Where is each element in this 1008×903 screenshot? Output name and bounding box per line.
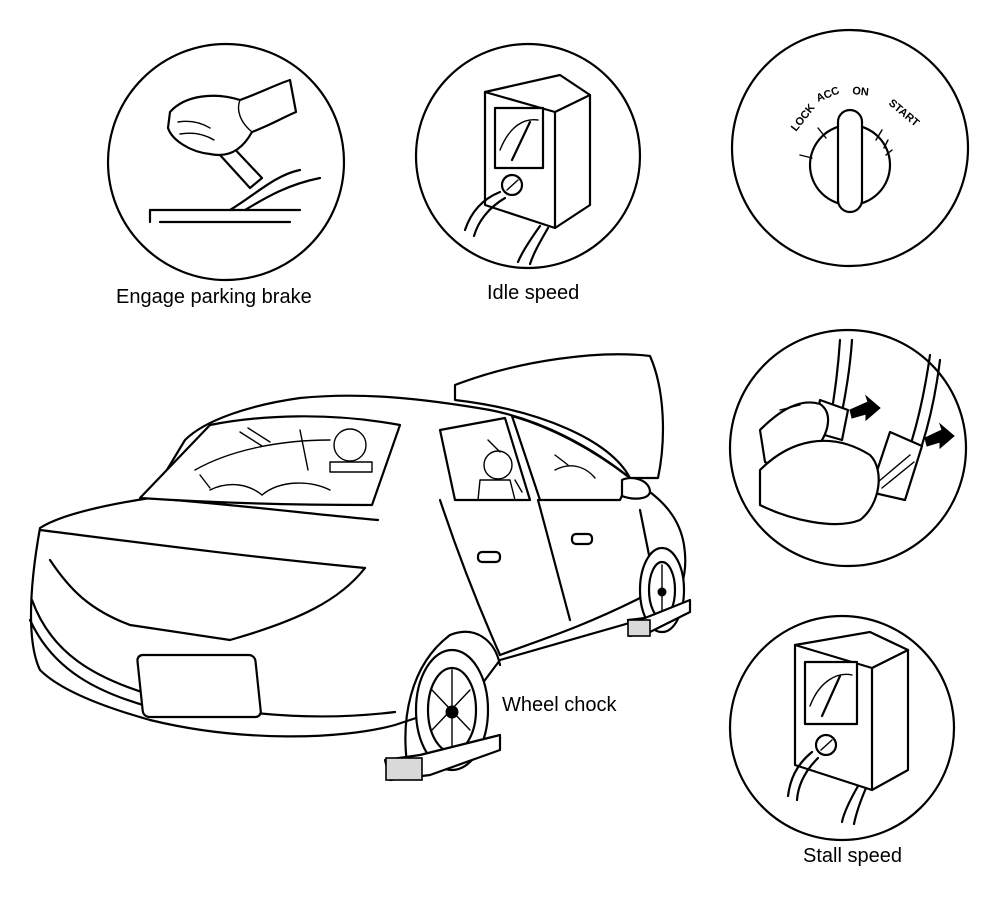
stall-speed-panel [728,614,956,842]
car-illustration [28,353,692,782]
idle-speed-label: Idle speed [487,282,580,304]
rear-door-handle [476,550,502,564]
stall-speed-circle [728,614,956,842]
parking-brake-circle [106,42,346,282]
ignition-lock-label: LOCK [789,102,818,134]
stall-tachometer-illustration [786,630,910,826]
hand-on-lever-illustration [148,78,322,224]
pedals-illustration [758,338,955,526]
license-plate [136,653,262,719]
parking-brake-label: Engage parking brake [116,286,312,308]
tachometer-illustration [463,73,592,266]
ignition-panel: LOCK ACC ON START [730,28,970,268]
open-hood [453,353,665,480]
ignition-on-label: ON [852,85,870,99]
ignition-circle [730,28,970,268]
side-mirror [620,476,652,500]
wheel-chock-label: Wheel chock [502,694,617,716]
front-door-handle [570,532,594,546]
rear-wheel [404,630,502,772]
ignition-start-label: START [886,97,921,129]
ignition-acc-label: ACC [815,85,842,105]
pedals-panel [728,328,968,568]
pedals-circle [728,328,968,568]
idle-speed-circle [414,42,642,270]
ignition-key-illustration [799,108,893,214]
parking-brake-panel [106,42,346,282]
idle-speed-panel [414,42,642,270]
stall-speed-label: Stall speed [803,845,902,867]
rear-window [138,415,402,507]
